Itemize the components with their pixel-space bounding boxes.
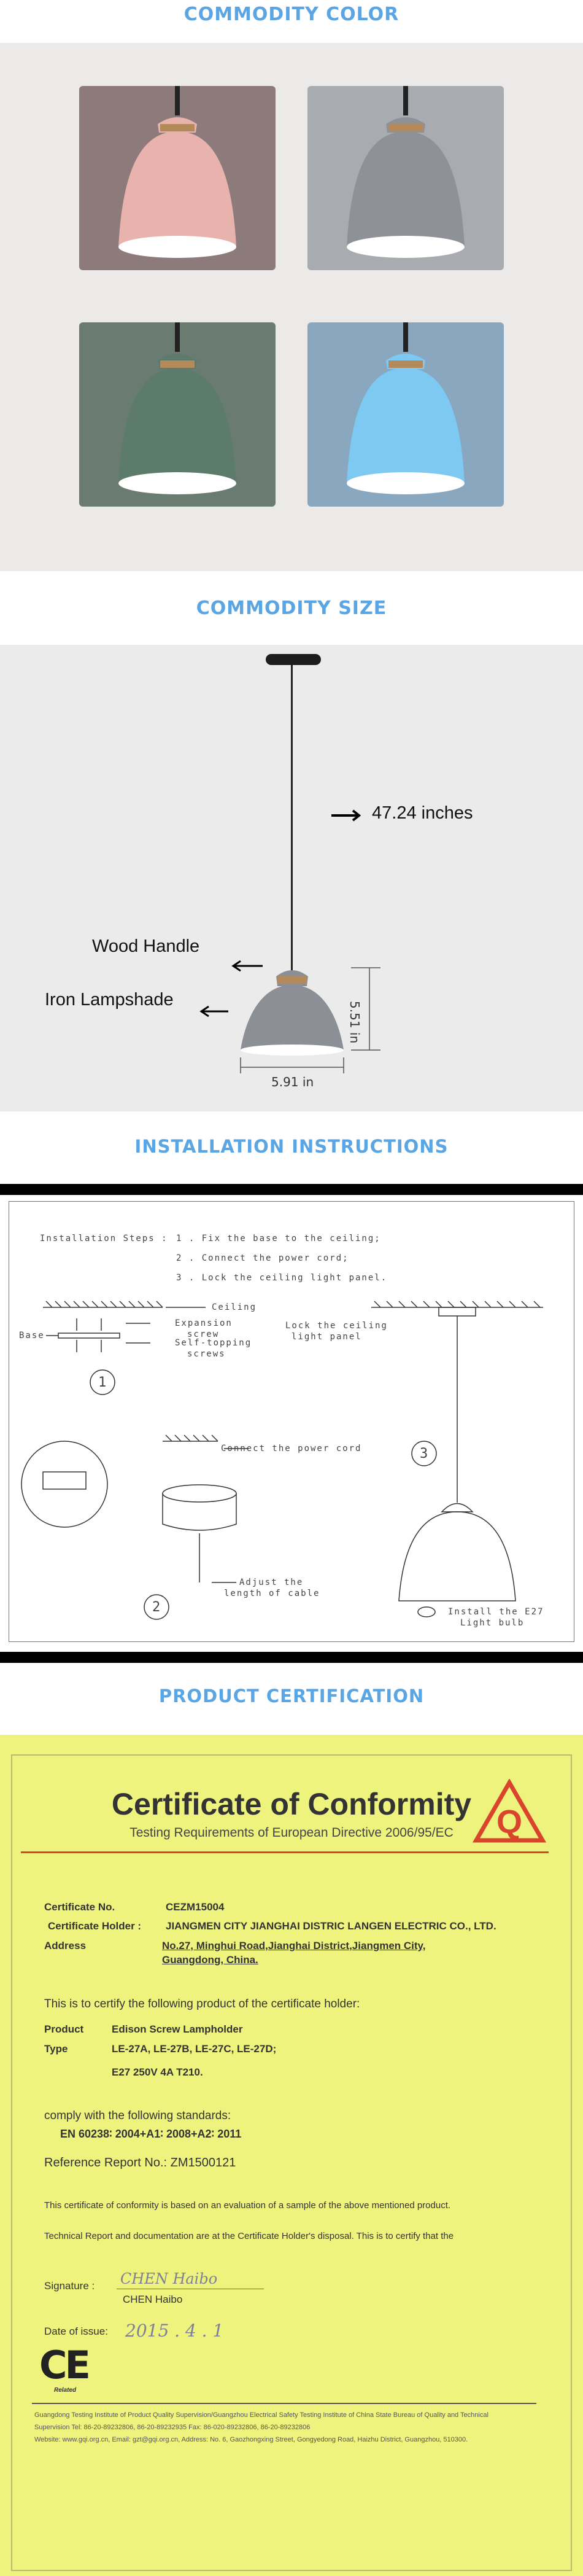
color-swatch-pink[interactable] (79, 86, 276, 270)
color-swatch-gray[interactable] (307, 86, 504, 270)
step-3: 3 . Lock the ceiling light panel. (176, 1273, 388, 1283)
installation-frame: Installation Steps : 1 . Fix the base to… (9, 1201, 574, 1642)
cert-holder-label: Certificate Holder : (48, 1920, 142, 1932)
signature-label: Signature : (44, 2280, 95, 2292)
step-number-3: 3 (420, 1446, 428, 1461)
screws-label: screws (187, 1349, 226, 1359)
blue-lamp-image (307, 322, 504, 507)
ce-mark-icon: CE (39, 2343, 91, 2387)
step-number-1: 1 (98, 1375, 107, 1390)
cert-address-line-2: Guangdong, China. (162, 1954, 258, 1966)
handwritten-signature: CHEN Haibo (120, 2270, 218, 2287)
footer-line-2: Supervision Tel: 86-20-89232806, 86-20-8… (34, 2424, 311, 2431)
certificate-border (11, 1754, 572, 2571)
pink-lamp-image (79, 86, 276, 270)
lock-panel-label-1: Lock the ceiling (285, 1321, 388, 1331)
height-dimension-label: 5.51 in (347, 1001, 362, 1044)
date-label: Date of issue: (44, 2325, 108, 2337)
base-label: Base (19, 1331, 45, 1341)
cert-address-label: Address (44, 1940, 87, 1951)
commodity-size-heading: COMMODITY SIZE (196, 597, 387, 619)
certificate-title: Certificate of Conformity (111, 1787, 472, 1821)
cert-address-line-1: No.27, Minghui Road,Jianghai District,Ji… (162, 1940, 426, 1951)
expansion-label: Expansion (175, 1318, 233, 1328)
lock-panel-label-2: light panel (292, 1332, 362, 1342)
type-label: Type (44, 2043, 68, 2055)
gray-lamp-image (307, 86, 504, 270)
certify-text: This is to certify the following product… (44, 1998, 360, 2010)
green-lamp-image (79, 322, 276, 507)
step-2: 2 . Connect the power cord; (176, 1253, 349, 1263)
comply-text: comply with the following standards: (44, 2109, 231, 2122)
logo-letter: Q (496, 1804, 522, 1840)
reference-report: Reference Report No.: ZM1500121 (44, 2156, 236, 2169)
size-diagram-area: 47.24 inches Wood Handle Iron Lampshade … (0, 645, 583, 1111)
type-value-2: E27 250V 4A T210. (112, 2066, 203, 2078)
ceiling-label: Ceiling (212, 1302, 257, 1312)
footer-line-1: Guangdong Testing Institute of Product Q… (34, 2411, 488, 2419)
color-swatch-green[interactable] (79, 322, 276, 507)
ce-sub-label: Related (54, 2387, 77, 2394)
standard-text: EN 60238∶ 2004+A1∶ 2008+A2∶ 2011 (60, 2128, 242, 2140)
certificate-image: Certificate of Conformity Testing Requir… (0, 1735, 583, 2576)
installation-diagram-area: Installation Steps : 1 . Fix the base to… (0, 1184, 583, 1663)
color-swatch-area (0, 43, 583, 571)
adjust-label-2: length of cable (224, 1589, 320, 1598)
installation-drawing (21, 1301, 543, 1620)
handwritten-date: 2015 . 4 . 1 (125, 2321, 224, 2341)
wood-handle-label: Wood Handle (92, 936, 200, 956)
technical-text: Technical Report and documentation are a… (44, 2231, 454, 2241)
color-swatch-blue[interactable] (307, 322, 504, 507)
bulb-label-2: Light bulb (460, 1618, 525, 1628)
step-number-2: 2 (152, 1600, 161, 1615)
steps-title: Installation Steps : (40, 1234, 168, 1243)
top-black-bar (0, 1184, 583, 1195)
cqc-logo-icon: Q (473, 1779, 546, 1843)
footer-rule (32, 2403, 536, 2404)
footer-line-3: Website: www.gqi.org.cn, Email: gzt@gqi.… (34, 2436, 468, 2443)
screw-label: screw (187, 1329, 220, 1339)
iron-lampshade-label: Iron Lampshade (45, 990, 174, 1010)
type-value-1: LE-27A, LE-27B, LE-27C, LE-27D; (112, 2043, 277, 2055)
bulb-label-1: Install the E27 (448, 1607, 544, 1617)
product-label: Product (44, 2023, 84, 2035)
basis-text: This certificate of conformity is based … (44, 2200, 451, 2211)
connect-cord-label: Connect the power cord (221, 1444, 362, 1453)
cable-length-label: 47.24 inches (372, 803, 473, 823)
product-value: Edison Screw Lampholder (112, 2023, 243, 2035)
step-1: 1 . Fix the base to the ceiling; (176, 1234, 381, 1243)
bottom-black-bar (0, 1652, 583, 1663)
signature-printed-name: CHEN Haibo (123, 2294, 183, 2305)
adjust-label-1: Adjust the (239, 1578, 304, 1587)
width-dimension-label: 5.91 in (271, 1075, 314, 1089)
cert-holder-value: JIANGMEN CITY JIANGHAI DISTRIC LANGEN EL… (166, 1920, 496, 1932)
cert-no-value: CEZM15004 (166, 1901, 225, 1913)
cert-no-label: Certificate No. (44, 1901, 115, 1913)
installation-heading: INSTALLATION INSTRUCTIONS (134, 1136, 449, 1157)
size-lamp-drawing (199, 654, 380, 1073)
certificate-red-rule (21, 1851, 549, 1853)
commodity-color-heading: COMMODITY COLOR (183, 3, 400, 25)
certification-heading: PRODUCT CERTIFICATION (158, 1686, 425, 1706)
certificate-subtitle: Testing Requirements of European Directi… (129, 1826, 454, 1840)
self-tapping-label: Self-topping (175, 1338, 252, 1348)
